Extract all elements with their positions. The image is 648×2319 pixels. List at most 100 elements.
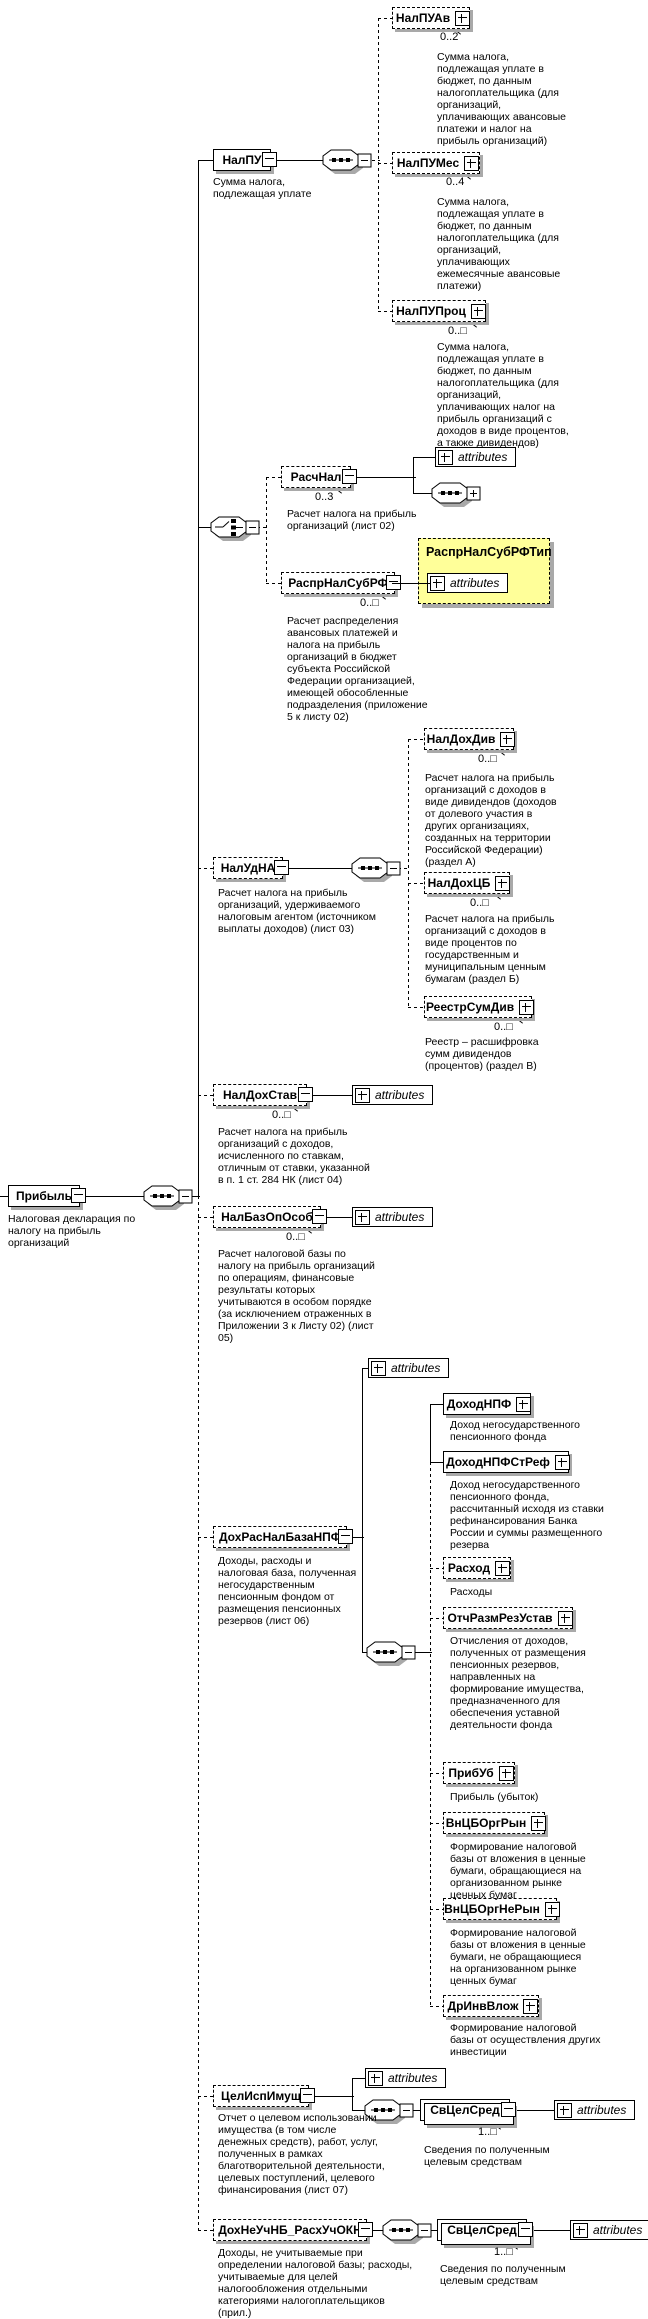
element-rashod[interactable]: Расход xyxy=(443,1557,511,1579)
expand-icon[interactable] xyxy=(516,1396,532,1412)
attributes-box[interactable]: attributes xyxy=(570,2220,648,2240)
element-label: НалДохДив xyxy=(426,732,496,746)
sequence-icon[interactable] xyxy=(382,2219,438,2245)
element-nalpuproc[interactable]: НалПУПроц xyxy=(392,300,486,322)
expand-icon[interactable] xyxy=(519,999,535,1015)
sequence-icon[interactable] xyxy=(322,149,378,175)
collapse-icon[interactable] xyxy=(312,1209,327,1224)
expand-icon[interactable] xyxy=(557,2102,572,2118)
element-dohodnpfstref[interactable]: ДоходНПФСтРеф xyxy=(443,1451,570,1473)
collapse-icon[interactable] xyxy=(358,2222,373,2237)
element-rasprnalsubrf[interactable]: РаспрНалСубРФ xyxy=(281,572,401,594)
element-svcelsred[interactable]: СвЦелСред xyxy=(420,2099,516,2125)
expand-icon[interactable] xyxy=(371,1360,386,1376)
attributes-box[interactable]: attributes xyxy=(352,1207,434,1227)
attributes-box[interactable]: attributes xyxy=(427,573,509,593)
element-naldohstav[interactable]: НалДохСтав xyxy=(213,1084,313,1106)
expand-icon[interactable] xyxy=(368,2070,383,2086)
collapse-icon[interactable] xyxy=(274,860,289,875)
collapse-icon[interactable] xyxy=(501,2102,516,2117)
choice-icon[interactable] xyxy=(210,516,266,542)
element-naludna[interactable]: НалУдНА xyxy=(213,857,289,879)
expand-icon[interactable] xyxy=(500,731,516,747)
type-box-rasprnalsubrftip[interactable]: РаспрНалСубРФТип attributes xyxy=(418,538,552,604)
element-nalpu[interactable]: НалПУ xyxy=(213,149,277,171)
element-label: ДохРасНалБазаНПФ xyxy=(218,1530,341,1544)
annotation: Доходы, не учитываемые при определении н… xyxy=(218,2247,413,2319)
expand-icon[interactable] xyxy=(544,1901,560,1917)
sequence-icon[interactable] xyxy=(351,857,407,883)
expand-icon[interactable] xyxy=(470,303,486,319)
element-raschnal[interactable]: РасчНал xyxy=(281,466,357,488)
collapse-icon[interactable] xyxy=(298,1087,313,1102)
sequence-icon[interactable] xyxy=(431,482,487,508)
expand-icon[interactable] xyxy=(495,875,511,891)
expand-icon[interactable] xyxy=(523,1998,539,2014)
expand-icon[interactable] xyxy=(573,2222,588,2238)
expand-icon[interactable] xyxy=(355,1209,370,1225)
connector-line xyxy=(408,739,426,740)
expand-icon[interactable] xyxy=(557,1610,573,1626)
element-reestrsumdiv[interactable]: РеестрСумДив xyxy=(424,996,535,1018)
attributes-label: attributes xyxy=(577,2103,627,2117)
element-pribyl[interactable]: Прибыль xyxy=(8,1185,86,1207)
connector-line xyxy=(198,1095,216,1096)
element-pribub[interactable]: ПрибУб xyxy=(443,1762,515,1784)
element-drinvvlozh[interactable]: ДрИнвВлож xyxy=(443,1995,539,2017)
element-label: РасчНал xyxy=(290,470,342,484)
cardinality-label: 0..4 xyxy=(446,176,465,188)
sequence-icon[interactable] xyxy=(366,1641,422,1667)
element-dohneuchnb[interactable]: ДохНеУчНБ_РасхУчОКН xyxy=(213,2219,373,2241)
connector-line xyxy=(413,457,439,458)
sequence-icon[interactable] xyxy=(143,1185,199,1211)
expand-icon[interactable] xyxy=(355,1087,370,1103)
element-otchrazmrezustav[interactable]: ОтчРазмРезУстав xyxy=(443,1607,573,1629)
expand-icon[interactable] xyxy=(554,1454,570,1470)
element-label: ПрибУб xyxy=(448,1766,494,1780)
expand-icon[interactable] xyxy=(430,575,445,591)
attributes-box[interactable]: attributes xyxy=(554,2100,636,2120)
element-vncborgneryn[interactable]: ВнЦБОргНеРын xyxy=(443,1898,560,1920)
collapse-icon[interactable] xyxy=(300,2088,315,2103)
connector-line xyxy=(378,163,394,164)
cardinality-label: 1..□ xyxy=(478,2126,497,2138)
expand-icon[interactable] xyxy=(464,155,480,171)
annotation: Расходы xyxy=(450,1586,493,1598)
collapse-icon[interactable] xyxy=(518,2222,533,2237)
connector-line xyxy=(302,2096,354,2097)
attributes-box[interactable]: attributes xyxy=(352,1085,434,1105)
collapse-icon[interactable] xyxy=(262,152,277,167)
expand-icon[interactable] xyxy=(495,1560,511,1576)
connector-line xyxy=(378,311,394,312)
cardinality-label: 0..3 xyxy=(315,491,334,503)
element-svcelsred[interactable]: СвЦелСред xyxy=(437,2219,533,2245)
element-naldohcb[interactable]: НалДохЦБ xyxy=(424,872,511,894)
expand-icon[interactable] xyxy=(455,10,471,26)
connector-line xyxy=(430,1909,446,1910)
attributes-box[interactable]: attributes xyxy=(368,1358,450,1378)
element-nalbazoposob[interactable]: НалБазОпОсоб xyxy=(213,1206,327,1228)
connector-line xyxy=(198,2230,216,2231)
expand-icon[interactable] xyxy=(531,1815,547,1831)
trunk-line xyxy=(198,1196,199,2230)
annotation: Расчет налоговой базы по налогу на прибы… xyxy=(218,1248,375,1344)
element-nalpuav[interactable]: НалПУАв xyxy=(392,7,471,29)
element-naldohdiv[interactable]: НалДохДив xyxy=(424,728,516,750)
collapse-icon[interactable] xyxy=(342,469,357,484)
element-nalpumes[interactable]: НалПУМес xyxy=(392,152,480,174)
connector-line xyxy=(519,2230,574,2231)
expand-icon[interactable] xyxy=(438,449,453,465)
attributes-box[interactable]: attributes xyxy=(435,447,517,467)
element-label: РаспрНалСубРФ xyxy=(288,576,388,590)
collapse-icon[interactable] xyxy=(71,1188,86,1203)
connector-line xyxy=(257,527,268,528)
connector-line xyxy=(430,1618,446,1619)
element-dohodnpf[interactable]: ДоходНПФ xyxy=(443,1393,532,1415)
collapse-icon[interactable] xyxy=(338,1529,353,1544)
collapse-icon[interactable] xyxy=(386,575,401,590)
element-celispimush[interactable]: ЦелИспИмущ xyxy=(213,2085,315,2107)
element-vncborgryn[interactable]: ВнЦБОргРын xyxy=(443,1812,547,1834)
expand-icon[interactable] xyxy=(498,1765,514,1781)
attributes-box[interactable]: attributes xyxy=(365,2068,447,2088)
element-dohrasnalbazanpf[interactable]: ДохРасНалБазаНПФ xyxy=(213,1526,353,1548)
